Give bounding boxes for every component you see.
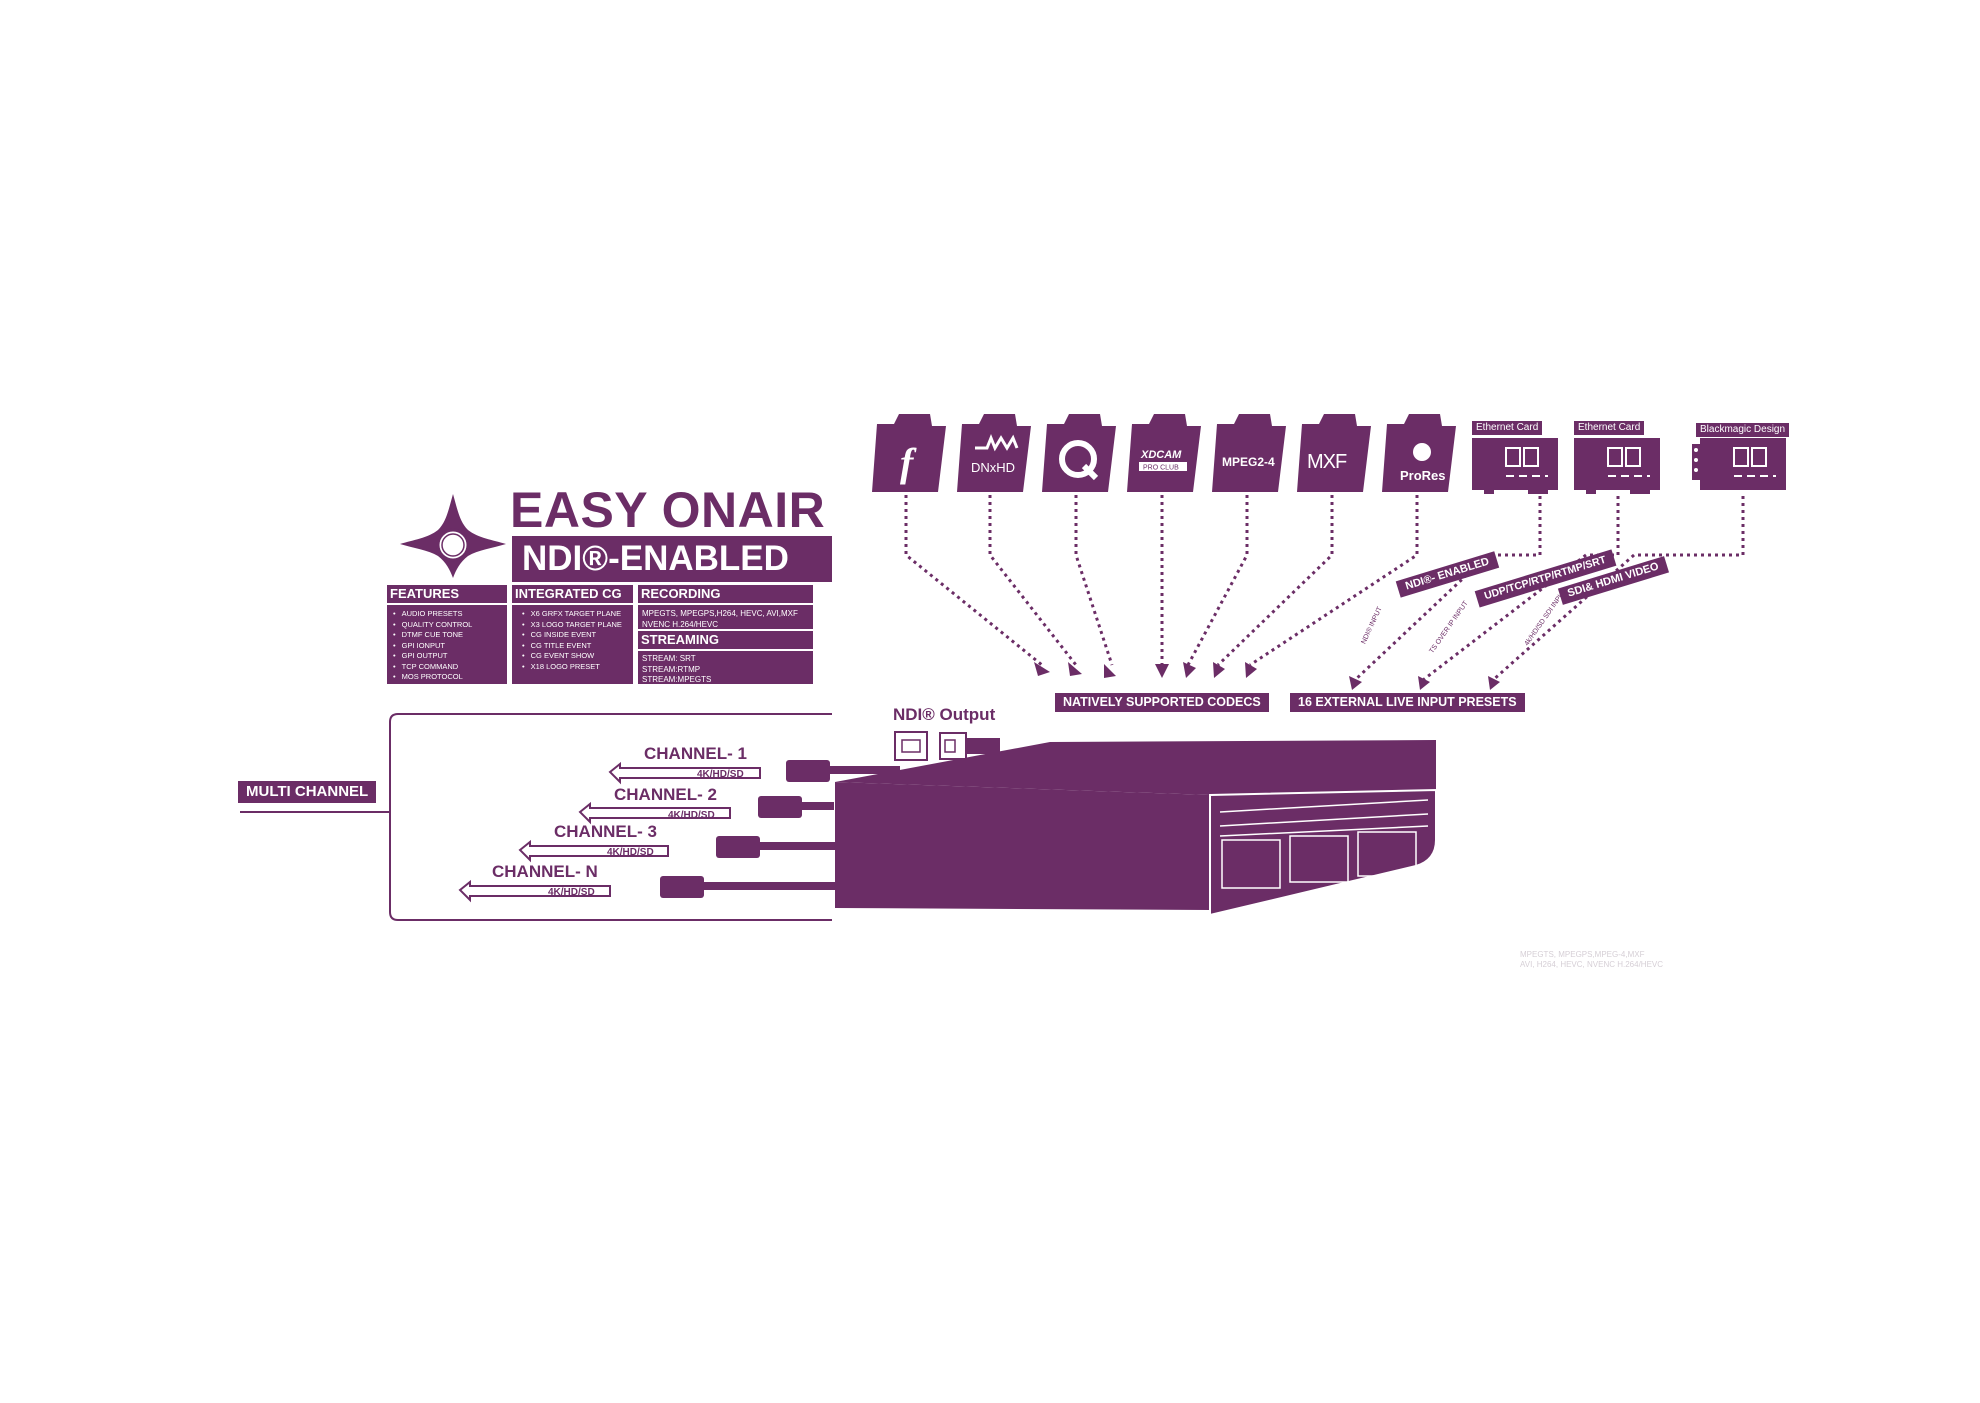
blackmagic-card-icon [1692,438,1786,490]
list-item: X6 GRFX TARGET PLANE [522,609,629,620]
codec-label: f [900,440,917,485]
list-item: DTMF CUE TONE [393,630,503,641]
codec-label: ProRes [1400,468,1446,483]
channel-name: CHANNEL- 2 [614,785,717,804]
network-port-icon [894,731,928,761]
faded-format-note: MPEGTS, MPEGPS,MPEG-4,MXF AVI, H264, HEV… [1520,950,1663,970]
ndi-output-label: NDI® Output [893,705,996,724]
streaming-column: STREAMING STREAM: SRT STREAM:RTMP STREAM… [638,631,813,684]
features-heading: FEATURES [387,585,507,606]
ethernet-card-label: Ethernet Card [1574,421,1645,435]
faded-note-line: MPEGTS, MPEGPS,MPEG-4,MXF [1520,950,1645,959]
easy-onair-logo-icon [400,494,506,578]
channel-resolution: 4K/HD/SD [607,847,654,858]
integrated-cg-column: INTEGRATED CG X6 GRFX TARGET PLANE X3 LO… [512,585,633,684]
external-live-input-presets-label: 16 EXTERNAL LIVE INPUT PRESETS [1290,693,1525,712]
mpeg2-4-icon: MPEG2-4 [1212,414,1286,492]
multi-channel-label: MULTI CHANNEL [238,781,377,803]
channel-resolution: 4K/HD/SD [548,887,595,898]
channel-arrows [458,761,761,903]
ethernet-card-icon [1472,438,1558,494]
ethernet-card-icon [1574,438,1660,494]
list-item: X18 LOGO PRESET [522,662,629,673]
streaming-heading: STREAMING [638,631,813,652]
channel-bracket [240,713,832,921]
list-item: GPI IONPUT [393,641,503,652]
brand-title: EASY ONAIR [510,482,826,538]
ndi-enabled-banner: NDI®-ENABLED [512,536,832,582]
recording-line: MPEGTS, MPEGPS,H264, HEVC, AVI,MXF [642,609,798,619]
recording-heading: RECORDING [638,585,813,606]
arrow-head-icons [1034,662,1500,690]
codec-label: MPEG2-4 [1222,455,1275,469]
streaming-line: STREAM:MPEGTS [642,675,712,685]
list-item: CG INSIDE EVENT [522,630,629,641]
channel-resolution: 4K/HD/SD [697,769,744,780]
ethernet-card-label: Ethernet Card [1472,421,1543,435]
integrated-cg-list: X6 GRFX TARGET PLANE X3 LOGO TARGET PLAN… [512,605,633,676]
list-item: QUALITY CONTROL [393,620,503,631]
faded-note-line: AVI, H264, HEVC, NVENC H.264/HEVC [1520,960,1664,969]
features-list: AUDIO PRESETS QUALITY CONTROL DTMF CUE T… [387,605,507,687]
list-item: GPI OUTPUT [393,651,503,662]
list-item: TCP COMMAND [393,662,503,673]
channel-name: CHANNEL- 1 [644,744,747,763]
codec-label: MXF [1307,451,1347,473]
list-item: CG EVENT SHOW [522,651,629,662]
codec-label: DNxHD [971,460,1015,475]
channel-resolution: 4K/HD/SD [668,810,715,821]
ethernet-plug-icon [939,732,1000,760]
streaming-line: STREAM: SRT [642,654,696,664]
codec-arrows [904,495,1745,682]
blackmagic-card-label: Blackmagic Design [1696,423,1790,437]
xdcam-icon: XDCAM PRO CLUB [1127,414,1201,492]
natively-supported-codecs-label: NATIVELY SUPPORTED CODECS [1055,693,1269,712]
mxf-icon: MXF [1297,414,1371,492]
channel-name: CHANNEL- 3 [554,822,657,841]
list-item: X3 LOGO TARGET PLANE [522,620,629,631]
codec-label: XDCAM [1140,449,1182,461]
codec-sub-label: PRO CLUB [1143,465,1179,472]
avid-dnxhd-icon: DNxHD [957,414,1031,492]
list-item: AUDIO PRESETS [393,609,503,620]
channel-name: CHANNEL- N [492,862,598,881]
quicktime-icon [1042,414,1116,492]
flash-icon: f [872,414,946,492]
recording-column: RECORDING MPEGTS, MPEGPS,H264, HEVC, AVI… [638,585,813,629]
recording-line: NVENC H.264/HEVC [642,619,719,629]
server-box-icon [835,740,1437,917]
list-item: CG TITLE EVENT [522,641,629,652]
features-column: FEATURES AUDIO PRESETS QUALITY CONTROL D… [387,585,507,684]
streaming-line: STREAM:RTMP [642,664,701,674]
prores-icon: ProRes [1382,414,1456,492]
list-item: MOS PROTOCOL [393,672,503,683]
cable-connectors [660,760,900,898]
integrated-cg-heading: INTEGRATED CG [512,585,633,606]
